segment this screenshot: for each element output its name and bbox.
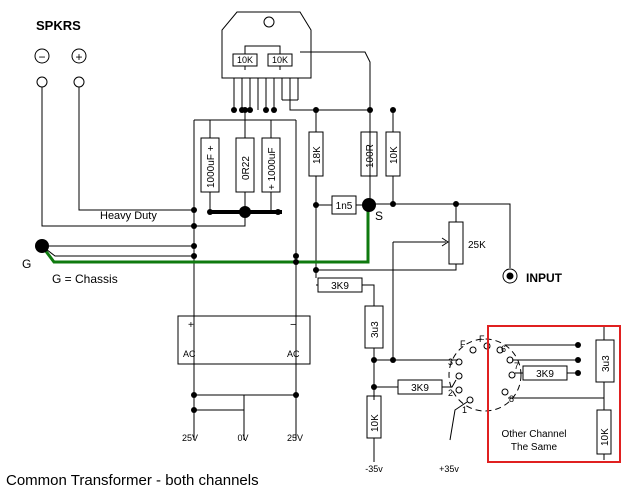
pot-label: 25K xyxy=(468,240,486,251)
cap-1000uf-right-label: + 1000uF xyxy=(267,147,278,190)
pin-7-label: 7 xyxy=(514,361,519,371)
cap-1000uf-left-label: 1000uF + xyxy=(206,145,217,188)
speaker-minus-symbol xyxy=(34,48,50,64)
cap-1n5-label: 1n5 xyxy=(336,201,353,212)
resistor-0r22-label: 0R22 xyxy=(241,156,252,180)
pin-f1-label: F xyxy=(460,339,466,349)
heavy-duty-node xyxy=(239,206,251,218)
pin-6-label: 6 xyxy=(501,344,506,354)
ic-mounting-hole xyxy=(263,16,275,28)
other-channel-box xyxy=(487,325,621,463)
v0-label: 0V xyxy=(237,433,248,443)
g-chassis-label: G = Chassis xyxy=(52,272,118,286)
resistor-3k9-a-label: 3K9 xyxy=(331,281,349,292)
g-label: G xyxy=(22,257,31,271)
cap-3u3-b-label: 3u3 xyxy=(601,355,612,372)
speaker-minus-sign: − xyxy=(38,50,45,64)
pin-3-label: 3 xyxy=(448,357,453,367)
footer-caption: Common Transformer - both channels xyxy=(6,472,259,489)
pos35-label: +35v xyxy=(439,464,459,474)
ic-resistor-2-label: 10K xyxy=(272,55,288,65)
other-channel-label-2: The Same xyxy=(511,442,558,453)
ac-left-label: AC xyxy=(183,349,196,359)
resistor-10k-box-label: 10K xyxy=(600,428,611,446)
v25-right-label: 25V xyxy=(287,433,303,443)
pin-2-label: 2 xyxy=(448,388,453,398)
resistor-18k-label: 18K xyxy=(312,146,323,164)
speaker-plus-sign: + xyxy=(75,50,82,64)
s-label: S xyxy=(375,209,383,223)
v25-left-label: 25V xyxy=(182,433,198,443)
resistor-10k-top-label: 10K xyxy=(389,146,400,164)
g-node-dot xyxy=(35,239,49,253)
input-label: INPUT xyxy=(526,271,563,285)
neg35-label: -35v xyxy=(365,464,383,474)
resistor-3k9-b-label: 3K9 xyxy=(411,383,429,394)
transformer-plus-label: + xyxy=(188,320,194,331)
speaker-plus-symbol xyxy=(71,48,87,64)
resistor-10k-bottom-label: 10K xyxy=(370,414,381,432)
potentiometer-25k xyxy=(448,221,464,265)
transformer-minus-label: − xyxy=(290,319,296,331)
resistor-3k9-c-label: 3K9 xyxy=(536,369,554,380)
chassis-ground-wire xyxy=(40,206,370,264)
speakers-title: SPKRS xyxy=(36,18,81,33)
valve-socket xyxy=(448,338,522,412)
ac-right-label: AC xyxy=(287,349,300,359)
resistor-100r-label: 100R xyxy=(365,144,376,168)
input-jack xyxy=(502,268,518,284)
speaker-plus-terminal xyxy=(73,76,85,88)
resistor-100r xyxy=(360,131,378,177)
other-channel-label-1: Other Channel xyxy=(501,429,566,440)
heavy-duty-label: Heavy Duty xyxy=(100,210,157,222)
cap-3u3-b xyxy=(595,339,615,383)
ic-package xyxy=(221,11,312,79)
ic-resistor-1-label: 10K xyxy=(237,55,253,65)
cap-3u3-label: 3u3 xyxy=(370,321,381,338)
transformer xyxy=(177,315,311,365)
pin-f2-label: F xyxy=(479,334,485,344)
speaker-minus-terminal xyxy=(36,76,48,88)
s-node-dot xyxy=(362,198,376,212)
pin-8-label: 8 xyxy=(509,394,514,404)
pin-1-label: 1 xyxy=(462,405,467,415)
